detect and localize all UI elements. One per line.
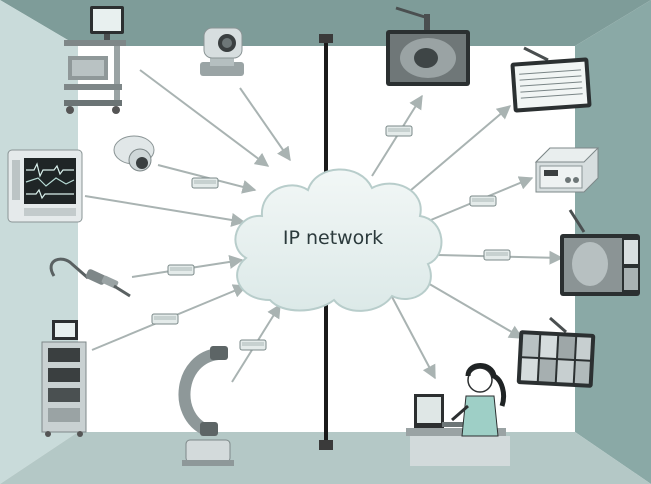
cloud-label: IP network (283, 227, 383, 249)
adapter-box (483, 249, 511, 261)
pole-bottom-mount (319, 440, 333, 450)
xray-display-icon (560, 209, 640, 296)
endoscopy-tower-icon (41, 320, 87, 437)
endoscope-icon (49, 257, 131, 298)
ptz-camera-icon (200, 27, 244, 76)
dome-camera-icon (113, 135, 155, 172)
adapter-box (469, 195, 497, 207)
arrow-ptz-camera (239, 87, 291, 162)
workstation-user-icon (406, 363, 510, 466)
patient-monitor-icon (7, 149, 83, 223)
adapter-box (191, 177, 219, 189)
ip-network-cloud: IP network (234, 168, 443, 312)
pole-top-mount (319, 34, 333, 43)
waveform-display-icon (510, 46, 592, 113)
adapter-box (239, 339, 267, 351)
arrow-waveform-display (403, 105, 512, 197)
c-arm-icon (178, 346, 234, 466)
network-adapters (151, 125, 511, 351)
pacs-display-icon (516, 316, 596, 388)
ceiling-display-icon (386, 6, 470, 86)
video-recorder-icon (534, 147, 600, 193)
adapter-box (167, 264, 195, 276)
arrow-pacs-display (425, 281, 524, 339)
adapter-box (151, 313, 179, 325)
ceiling (0, 0, 651, 46)
computer-cart-icon (64, 6, 126, 114)
arrow-pc-cart (139, 69, 270, 167)
adapter-box (385, 125, 413, 137)
arrow-patient-monitor (84, 195, 246, 227)
